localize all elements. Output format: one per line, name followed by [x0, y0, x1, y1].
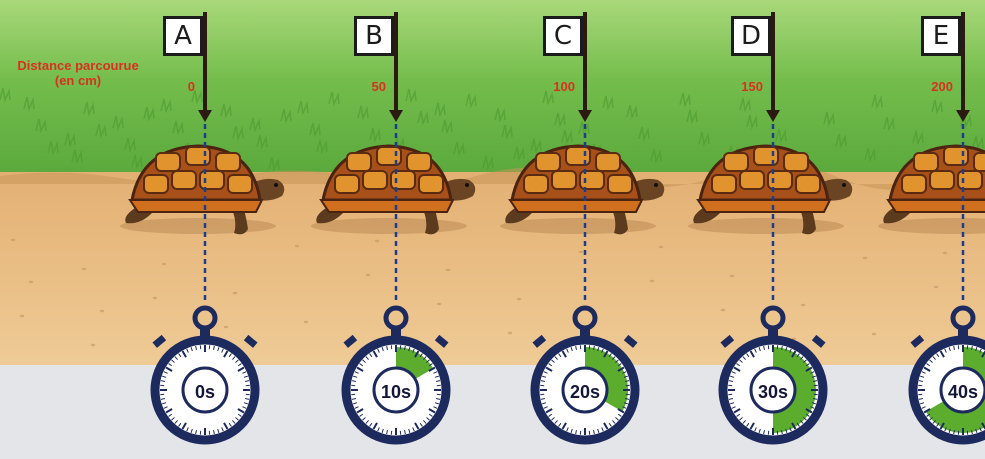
turtle-scute [914, 153, 938, 171]
turtle-shell-rim [321, 200, 453, 212]
flag-d: D [731, 16, 771, 56]
pebble [872, 333, 876, 335]
turtle-shadow [688, 218, 844, 234]
turtle-scute [200, 171, 224, 189]
turtle-scute [944, 147, 968, 165]
pebble [153, 297, 157, 299]
turtle-scute [596, 153, 620, 171]
flag-a: A [163, 16, 203, 56]
turtle-scute [712, 175, 736, 193]
stopwatch-time-label: 0s [183, 372, 227, 412]
stopwatch-time-label: 40s [941, 372, 985, 412]
floor-band [0, 365, 985, 459]
turtle-scute [930, 171, 954, 189]
pebble [934, 286, 938, 288]
pebble [730, 275, 734, 277]
pebble [650, 280, 654, 282]
distance-axis-title: Distance parcourue (en cm) [8, 58, 148, 88]
pebble [437, 303, 441, 305]
turtle-scute [391, 171, 415, 189]
flag-pole [583, 12, 587, 116]
flag-c: C [543, 16, 583, 56]
turtle-scute [796, 175, 820, 193]
turtle-scute [608, 175, 632, 193]
turtle-scute [754, 147, 778, 165]
pebble [579, 251, 583, 253]
pebble [863, 257, 867, 259]
pebble [801, 304, 805, 306]
flag-pole [961, 12, 965, 116]
turtle-scute [580, 171, 604, 189]
turtle-shadow [120, 218, 276, 234]
distance-value: 100 [525, 79, 575, 94]
turtle-scute [958, 171, 982, 189]
turtle-scute [974, 153, 985, 171]
pebble [91, 344, 95, 346]
turtle-shell-rim [888, 200, 985, 212]
flag-e: E [921, 16, 961, 56]
pebble [82, 268, 86, 270]
turtle-shell-rim [510, 200, 642, 212]
flag-pole [771, 12, 775, 116]
turtle-scute [216, 153, 240, 171]
turtle-scute [407, 153, 431, 171]
turtle-scute [377, 147, 401, 165]
turtle-scute [552, 171, 576, 189]
turtle-scute [419, 175, 443, 193]
pebble [943, 252, 947, 254]
distance-value: 50 [336, 79, 386, 94]
pebble [295, 245, 299, 247]
flag-pole [203, 12, 207, 116]
turtle-scute [524, 175, 548, 193]
pebble [508, 332, 512, 334]
turtle-scute [228, 175, 252, 193]
pebble [366, 274, 370, 276]
flag-pole [394, 12, 398, 116]
turtle-shell-rim [698, 200, 830, 212]
turtle-eye [654, 183, 658, 187]
turtle-scute [156, 153, 180, 171]
turtle-eye [465, 183, 469, 187]
stopwatch-time-label: 30s [751, 372, 795, 412]
stopwatch-time-label: 20s [563, 372, 607, 412]
turtle-scute [724, 153, 748, 171]
turtle-shadow [311, 218, 467, 234]
turtle-scute [172, 171, 196, 189]
turtle-scute [363, 171, 387, 189]
pebble [304, 321, 308, 323]
turtle-scute [347, 153, 371, 171]
pebble [375, 240, 379, 242]
turtle-eye [842, 183, 846, 187]
turtle-scute [186, 147, 210, 165]
pebble [224, 326, 228, 328]
turtle-scute [566, 147, 590, 165]
stopwatch-time-label: 10s [374, 372, 418, 412]
pebble [29, 281, 33, 283]
turtle-shadow [500, 218, 656, 234]
distance-value: 0 [145, 79, 195, 94]
distance-value: 200 [903, 79, 953, 94]
turtle-scute [144, 175, 168, 193]
turtle-scute [902, 175, 926, 193]
pebble [233, 292, 237, 294]
flag-b: B [354, 16, 394, 56]
pebble [100, 310, 104, 312]
distance-value: 150 [713, 79, 763, 94]
pebble [659, 246, 663, 248]
pebble [20, 315, 24, 317]
pebble [721, 309, 725, 311]
turtle-scute [335, 175, 359, 193]
turtle-scute [740, 171, 764, 189]
turtle-shell-rim [130, 200, 262, 212]
turtle-scute [536, 153, 560, 171]
turtle-scute [784, 153, 808, 171]
turtle-eye [274, 183, 278, 187]
pebble [11, 239, 15, 241]
pebble [446, 269, 450, 271]
pebble [162, 263, 166, 265]
pebble [517, 298, 521, 300]
turtle-scute [768, 171, 792, 189]
